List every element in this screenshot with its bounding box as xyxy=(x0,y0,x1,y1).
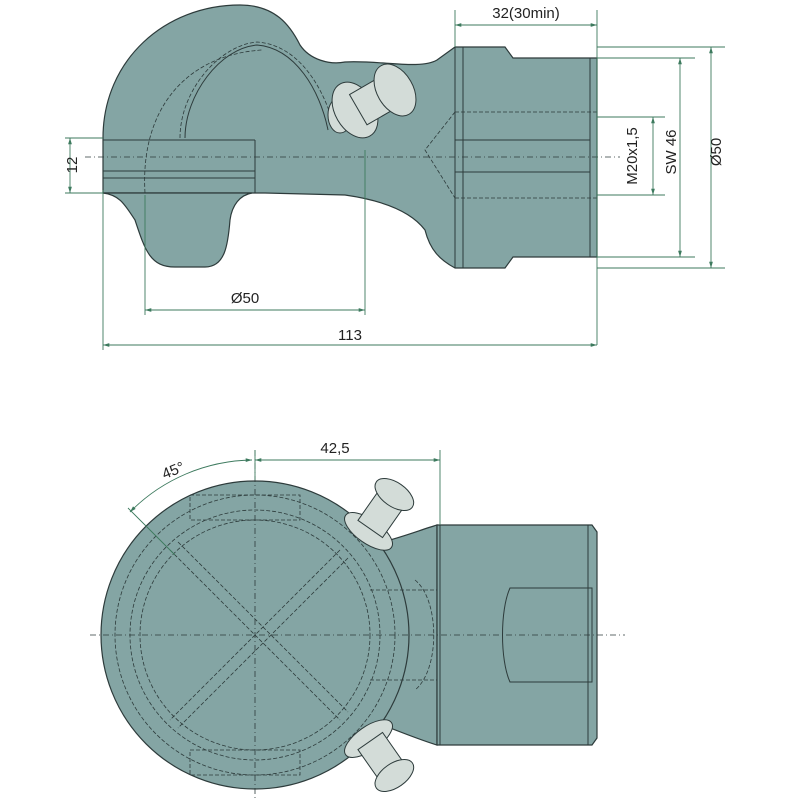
dim-thread: M20x1,5 xyxy=(624,127,641,185)
dim-height: 12 xyxy=(64,157,81,174)
dim-outer-diameter: Ø50 xyxy=(708,138,725,166)
dim-ball-diameter: Ø50 xyxy=(231,290,259,307)
dim-total-length: 113 xyxy=(338,327,362,344)
bolt-upper xyxy=(344,478,415,551)
side-view-part xyxy=(85,4,620,269)
top-dimensions: 32(30min) 113 Ø50 12 M20x1,5 SW 46 Ø50 xyxy=(64,5,725,350)
dim-offset: 42,5 xyxy=(320,440,349,457)
dim-thread-length: 32(30min) xyxy=(492,5,560,22)
lower-lug xyxy=(102,192,253,268)
ball-socket-body xyxy=(102,4,598,269)
bolt-lower xyxy=(344,719,415,792)
threaded-shank xyxy=(436,524,598,746)
dim-angle: 45° xyxy=(160,459,187,483)
dim-wrench-size: SW 46 xyxy=(663,129,680,174)
bolt-side xyxy=(327,63,417,139)
plan-view-part xyxy=(90,450,625,800)
